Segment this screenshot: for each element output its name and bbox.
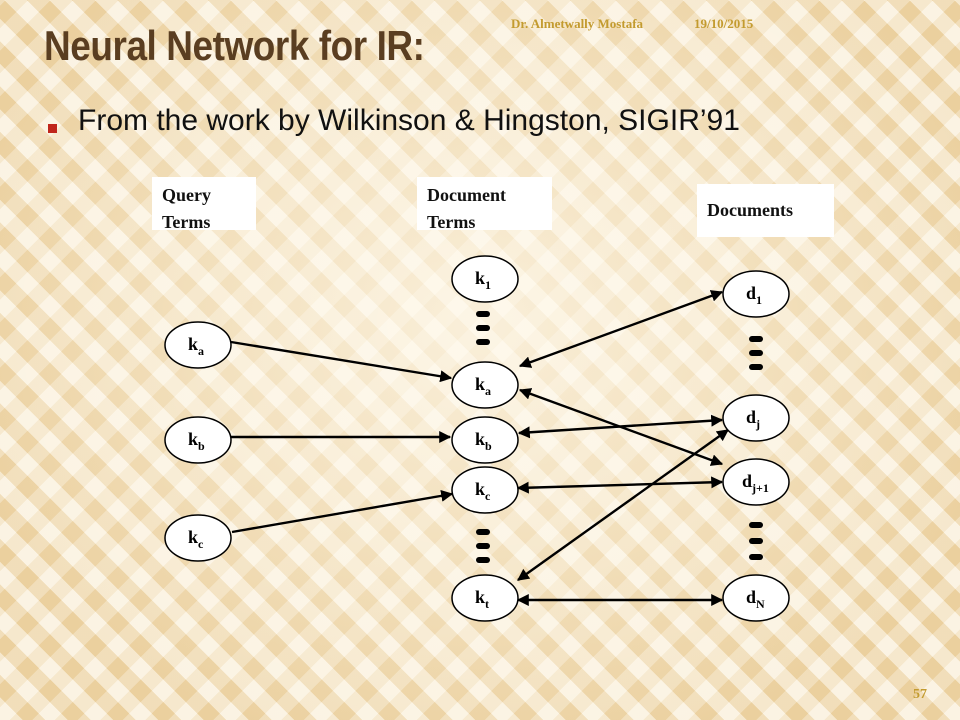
term-ellipsis-top — [476, 311, 490, 345]
edge-term-kc-doc-dj1 — [516, 476, 724, 494]
documents-label-text: Documents — [707, 200, 793, 220]
page-number: 57 — [913, 687, 927, 702]
edge-query-ka-to-term-ka — [230, 340, 453, 383]
term-node-k1 — [451, 255, 519, 303]
doc-ellipsis-bottom — [749, 522, 763, 560]
query-node-kc-label: kc — [188, 527, 204, 551]
document-terms-label: Document Terms — [417, 177, 552, 232]
author-header: Dr. Almetwally Mostafa — [511, 16, 644, 31]
query-terms-label-line2: Terms — [162, 212, 211, 232]
doc-node-dN — [722, 574, 790, 622]
date-header: 19/10/2015 — [694, 16, 754, 31]
doc-node-dj-label: dj — [746, 407, 760, 431]
doc-node-dN-label: dN — [746, 587, 765, 611]
query-terms-label: Query Terms — [152, 177, 256, 232]
document-terms-label-line2: Terms — [427, 212, 476, 232]
term-node-kt-label: kt — [475, 587, 489, 611]
query-terms-label-line1: Query — [162, 185, 211, 205]
term-node-ka-label: ka — [475, 374, 491, 398]
edge-query-kc-to-term-kc — [231, 489, 454, 534]
doc-node-djplus1-label: dj+1 — [742, 471, 769, 495]
term-node-kc — [451, 466, 519, 514]
query-node-kc — [164, 514, 232, 562]
query-node-kb-label: kb — [188, 429, 205, 453]
edge-term-kt-doc-dj — [517, 429, 729, 581]
term-node-kb — [451, 416, 519, 464]
term-ellipsis-bottom — [476, 529, 490, 563]
edge-term-ka-doc-d1 — [518, 290, 724, 368]
query-node-kb — [164, 416, 232, 464]
doc-node-djplus1 — [722, 458, 790, 506]
slide-title: Neural Network for IR: — [44, 22, 425, 69]
documents-label: Documents — [697, 184, 834, 237]
query-node-ka-label: ka — [188, 334, 204, 358]
term-node-kt — [451, 574, 519, 622]
edge-term-kb-doc-dj — [517, 414, 724, 439]
doc-node-d1 — [722, 270, 790, 318]
doc-node-dj — [722, 394, 790, 442]
query-node-ka — [164, 321, 232, 369]
bullet-marker — [48, 124, 57, 133]
doc-node-d1-label: d1 — [746, 283, 762, 307]
term-node-ka — [451, 361, 519, 409]
doc-ellipsis-top — [749, 336, 763, 370]
term-node-k1-label: k1 — [475, 268, 491, 292]
document-terms-label-line1: Document — [427, 185, 506, 205]
term-node-kb-label: kb — [475, 429, 492, 453]
term-node-kc-label: kc — [475, 479, 491, 503]
bullet-text: From the work by Wilkinson & Hingston, S… — [78, 104, 740, 137]
